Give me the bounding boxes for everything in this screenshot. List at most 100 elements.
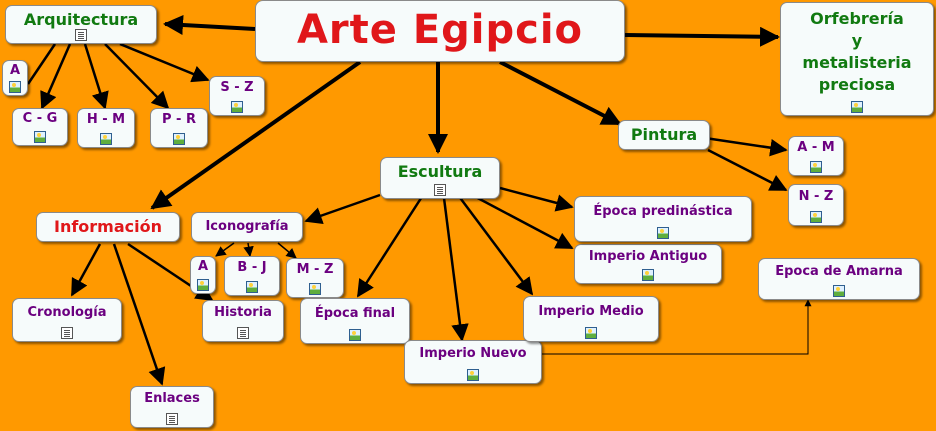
image-icon[interactable] <box>467 369 479 381</box>
arq-hm-node[interactable]: H - M <box>77 108 135 148</box>
document-icon[interactable] <box>75 29 87 41</box>
link-arq-sz <box>119 42 210 83</box>
arq-sz-node[interactable]: S - Z <box>209 76 265 116</box>
link-title-pintura <box>499 60 622 126</box>
image-icon[interactable] <box>197 279 209 291</box>
arquitectura-node[interactable]: Arquitectura <box>5 5 157 44</box>
arq-pr-label: P - R <box>162 112 196 127</box>
pin-nz-label: N - Z <box>798 189 834 204</box>
imperio-antiguo-node[interactable]: Imperio Antiguo <box>574 244 722 284</box>
link-esc-imperio-antiguo <box>471 193 574 250</box>
imperio-antiguo-label: Imperio Antiguo <box>588 249 708 264</box>
epoca-final-node[interactable]: Época final <box>300 298 410 344</box>
image-icon[interactable] <box>100 133 112 145</box>
arq-pr-node[interactable]: P - R <box>150 108 208 148</box>
historia-label: Historia <box>214 305 272 320</box>
link-esc-iconografia <box>304 193 381 225</box>
image-icon[interactable] <box>9 81 21 93</box>
arq-cg-label: C - G <box>22 111 58 126</box>
historia-node[interactable]: Historia <box>202 300 284 342</box>
link-nuevo-amarna <box>542 299 812 355</box>
orfebreria-node[interactable]: Orfebrería y metalisteria preciosa <box>780 2 934 116</box>
imperio-medio-label: Imperio Medio <box>538 304 644 319</box>
ico-bj-label: B - J <box>237 260 267 275</box>
escultura-label: Escultura <box>397 162 483 181</box>
ico-mz-node[interactable]: M - Z <box>286 258 344 298</box>
image-icon[interactable] <box>349 329 361 341</box>
epoca-predinastica-label: Época predinástica <box>593 204 733 219</box>
image-icon[interactable] <box>309 283 321 295</box>
image-icon[interactable] <box>810 211 822 223</box>
informacion-node[interactable]: Información <box>36 212 180 242</box>
image-icon[interactable] <box>642 269 654 281</box>
image-icon[interactable] <box>657 227 669 239</box>
link-esc-imperio-medio <box>456 194 534 296</box>
document-icon[interactable] <box>166 413 178 425</box>
epoca-amarna-node[interactable]: Epoca de Amarna <box>758 258 920 300</box>
document-icon[interactable] <box>237 327 249 339</box>
link-arq-pr <box>104 43 170 110</box>
image-icon[interactable] <box>246 281 258 293</box>
link-arq-hm <box>83 43 109 110</box>
ico-a-node[interactable]: A <box>190 256 216 294</box>
link-ico-bj <box>243 242 254 258</box>
ico-a-label: A <box>197 259 209 274</box>
arq-sz-label: S - Z <box>220 80 254 95</box>
enlaces-node[interactable]: Enlaces <box>130 386 214 428</box>
pin-nz-node[interactable]: N - Z <box>788 184 844 226</box>
imperio-nuevo-label: Imperio Nuevo <box>419 346 527 361</box>
image-icon[interactable] <box>585 327 597 339</box>
imperio-medio-node[interactable]: Imperio Medio <box>523 296 659 342</box>
ico-mz-label: M - Z <box>296 262 334 277</box>
image-icon[interactable] <box>833 285 845 297</box>
link-title-informacion <box>150 60 362 210</box>
enlaces-label: Enlaces <box>144 391 200 406</box>
orfebreria-line-2: y <box>851 31 863 50</box>
orfebreria-line-4: preciosa <box>818 75 896 94</box>
iconografia-node[interactable]: Iconografía <box>191 212 303 242</box>
pintura-label: Pintura <box>630 125 698 144</box>
pin-am-node[interactable]: A - M <box>788 136 844 176</box>
link-arq-a <box>26 43 57 85</box>
arq-hm-label: H - M <box>86 112 126 127</box>
informacion-label: Información <box>53 217 162 236</box>
epoca-final-label: Época final <box>314 306 396 321</box>
pin-am-label: A - M <box>797 140 835 155</box>
image-icon[interactable] <box>810 161 822 173</box>
pintura-node[interactable]: Pintura <box>618 120 710 150</box>
link-ico-a <box>215 242 235 257</box>
link-pin-am <box>704 136 788 157</box>
link-esc-epoca-final <box>356 191 427 298</box>
image-icon[interactable] <box>34 131 46 143</box>
escultura-node[interactable]: Escultura <box>380 157 500 199</box>
cronologia-node[interactable]: Cronología <box>12 298 122 342</box>
imperio-nuevo-node[interactable]: Imperio Nuevo <box>404 340 542 384</box>
image-icon[interactable] <box>173 133 185 145</box>
title-node[interactable]: Arte Egipcio <box>255 0 625 62</box>
document-icon[interactable] <box>434 184 446 196</box>
arq-a-label: A <box>9 63 21 78</box>
iconografia-label: Iconografía <box>205 219 289 234</box>
epoca-predinastica-node[interactable]: Época predinástica <box>574 196 752 242</box>
epoca-amarna-label: Epoca de Amarna <box>775 264 903 279</box>
document-icon[interactable] <box>61 327 73 339</box>
link-inf-enlaces <box>112 243 166 386</box>
orfebreria-line-1: Orfebrería <box>810 9 904 28</box>
arq-a-node[interactable]: A <box>2 60 28 96</box>
link-arq-cg <box>40 43 72 110</box>
image-icon[interactable] <box>851 101 863 113</box>
arquitectura-label: Arquitectura <box>23 10 139 29</box>
link-inf-cronologia <box>70 243 102 297</box>
ico-bj-node[interactable]: B - J <box>224 256 280 296</box>
title-label: Arte Egipcio <box>296 7 584 53</box>
link-title-orfebreria <box>624 26 780 47</box>
link-esc-imperio-nuevo <box>442 197 469 342</box>
orfebreria-line-3: metalisteria <box>802 53 912 72</box>
link-pin-nz <box>707 148 788 192</box>
cronologia-label: Cronología <box>27 305 107 320</box>
arq-cg-node[interactable]: C - G <box>12 108 68 146</box>
link-title-arquitectura <box>163 15 256 35</box>
link-ico-mz <box>277 242 297 259</box>
image-icon[interactable] <box>231 101 243 113</box>
